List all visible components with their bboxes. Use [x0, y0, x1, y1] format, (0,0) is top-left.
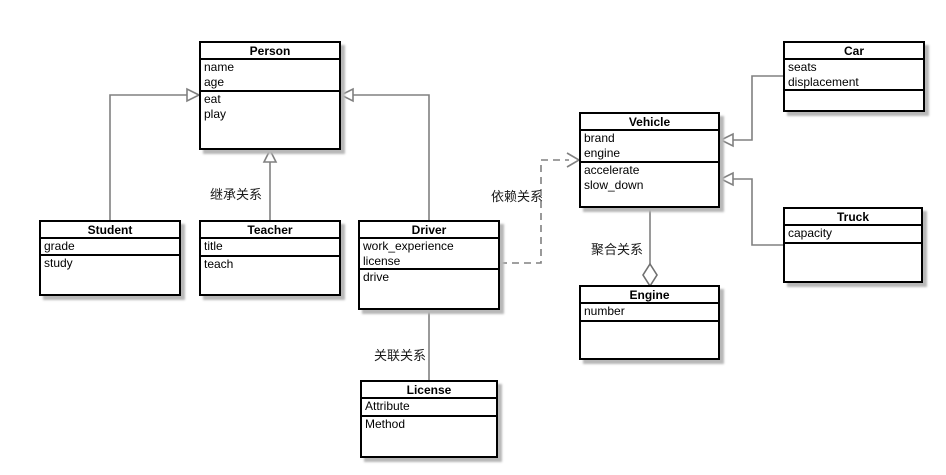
class-attribute: name: [204, 60, 235, 74]
class-title: Vehicle: [581, 114, 718, 131]
class-attribute: brand: [584, 131, 615, 145]
class-attributes: Attribute: [362, 399, 496, 417]
class-attribute: seats: [788, 60, 817, 74]
edge-driver-person-inheritance: [353, 94, 430, 220]
class-attribute: work_experience: [363, 239, 454, 253]
class-title: Person: [201, 43, 339, 60]
aggregation-relationship-label: 聚合关系: [591, 242, 644, 257]
inheritance-relationship-label: 继承关系: [210, 187, 263, 202]
class-methods: eat play: [201, 92, 339, 148]
class-attribute: grade: [44, 239, 75, 253]
class-attributes: capacity: [785, 226, 921, 244]
class-attribute: number: [584, 304, 625, 318]
class-methods: [581, 322, 718, 358]
inheritance-arrowhead-vehicle-top: [719, 132, 734, 148]
class-engine: Engine number: [579, 285, 720, 360]
class-attribute: title: [204, 239, 223, 253]
class-method: play: [204, 107, 227, 121]
class-attribute: displacement: [788, 75, 859, 89]
class-attributes: grade: [41, 239, 179, 256]
class-title: Car: [785, 43, 923, 60]
class-methods: study: [41, 256, 179, 294]
association-relationship-label: 关联关系: [374, 348, 427, 363]
class-truck: Truck capacity: [783, 207, 923, 283]
inheritance-arrowhead-person-left: [186, 87, 201, 103]
class-method: teach: [204, 257, 234, 271]
class-attribute: age: [204, 75, 225, 89]
class-methods: [785, 91, 923, 110]
class-method: eat: [204, 92, 221, 106]
aggregation-diamond: [642, 262, 658, 288]
class-methods: Method: [362, 417, 496, 456]
class-attributes: work_experience license: [360, 239, 498, 270]
class-methods: drive: [360, 270, 498, 308]
class-attributes: brand engine: [581, 131, 718, 163]
class-method: accelerate: [584, 163, 640, 177]
class-attribute: license: [363, 254, 401, 268]
class-attributes: name age: [201, 60, 339, 92]
class-title: Driver: [360, 222, 498, 239]
edge-car-vehicle-inheritance: [733, 75, 783, 141]
class-license: License Attribute Method: [360, 380, 498, 458]
class-attribute: Attribute: [365, 399, 410, 413]
class-methods: [785, 244, 921, 281]
inheritance-arrowhead-person-bottom: [262, 148, 278, 163]
class-title: Engine: [581, 287, 718, 304]
class-title: License: [362, 382, 496, 399]
inheritance-arrowhead-vehicle-bottom: [719, 171, 734, 187]
class-car: Car seats displacement: [783, 41, 925, 112]
class-student: Student grade study: [39, 220, 181, 296]
class-attribute: engine: [584, 146, 621, 160]
class-methods: accelerate slow_down: [581, 163, 718, 206]
class-driver: Driver work_experience license drive: [358, 220, 500, 310]
edge-driver-vehicle-dependency: [500, 159, 569, 264]
class-method: drive: [363, 270, 390, 284]
class-title: Teacher: [201, 222, 339, 239]
inheritance-arrowhead-person-right: [339, 87, 354, 103]
class-methods: teach: [201, 257, 339, 294]
class-attributes: seats displacement: [785, 60, 923, 91]
class-attributes: title: [201, 239, 339, 257]
edge-student-person-inheritance: [109, 94, 187, 220]
class-person: Person name age eat play: [199, 41, 341, 150]
class-attributes: number: [581, 304, 718, 322]
class-method: Method: [365, 417, 406, 431]
class-title: Student: [41, 222, 179, 239]
class-attribute: capacity: [788, 226, 833, 240]
class-vehicle: Vehicle brand engine accelerate slow_dow…: [579, 112, 720, 208]
class-title: Truck: [785, 209, 921, 226]
class-teacher: Teacher title teach: [199, 220, 341, 296]
class-method: study: [44, 256, 73, 270]
edge-truck-vehicle-inheritance: [733, 178, 783, 246]
dependency-relationship-label: 依赖关系: [491, 189, 544, 204]
class-method: slow_down: [584, 178, 644, 192]
